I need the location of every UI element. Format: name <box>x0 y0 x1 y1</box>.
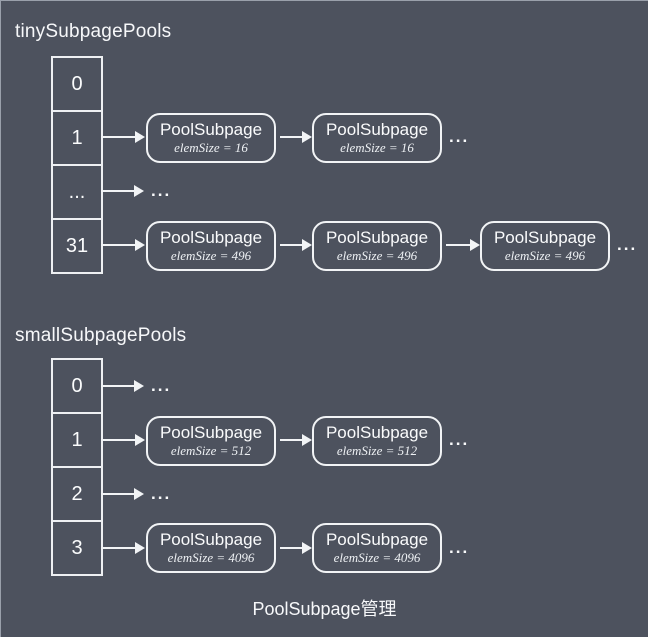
flow-arrow <box>280 434 312 446</box>
index-cell: 1 <box>53 110 101 164</box>
poolsubpage-node: PoolSubpage elemSize = 496 <box>146 221 276 271</box>
flow-arrow <box>101 131 145 143</box>
index-cell: 1 <box>53 412 101 466</box>
node-elemsize: elemSize = 496 <box>336 248 418 264</box>
node-title: PoolSubpage <box>159 422 263 442</box>
ellipsis-text: ... <box>151 484 172 503</box>
flow-arrow <box>101 239 145 251</box>
flow-arrow <box>101 488 144 500</box>
node-elemsize: elemSize = 16 <box>174 140 248 156</box>
poolsubpage-node: PoolSubpage elemSize = 512 <box>146 416 276 466</box>
node-elemsize: elemSize = 496 <box>504 248 586 264</box>
flow-arrow <box>280 131 312 143</box>
ellipsis-text: ... <box>617 235 638 254</box>
flow-arrow <box>101 380 144 392</box>
ellipsis-text: ... <box>151 181 172 200</box>
node-title: PoolSubpage <box>493 227 597 247</box>
ellipsis-text: ... <box>449 430 470 449</box>
flow-arrow <box>280 239 312 251</box>
section-title-tiny: tinySubpagePools <box>15 21 172 42</box>
diagram-caption: PoolSubpage管理 <box>252 599 397 619</box>
section-title-small: smallSubpagePools <box>15 325 187 346</box>
node-title: PoolSubpage <box>325 529 429 549</box>
flow-arrow <box>101 434 145 446</box>
node-title: PoolSubpage <box>325 227 429 247</box>
index-cell: 3 <box>53 520 101 574</box>
node-title: PoolSubpage <box>325 119 429 139</box>
node-title: PoolSubpage <box>325 422 429 442</box>
node-elemsize: elemSize = 4096 <box>167 550 255 566</box>
ellipsis-text: ... <box>151 376 172 395</box>
poolsubpage-node: PoolSubpage elemSize = 496 <box>480 221 610 271</box>
node-title: PoolSubpage <box>159 529 263 549</box>
index-cell: 2 <box>53 466 101 520</box>
poolsubpage-node: PoolSubpage elemSize = 4096 <box>312 523 442 573</box>
poolsubpage-node: PoolSubpage elemSize = 16 <box>146 113 276 163</box>
poolsubpage-node: PoolSubpage elemSize = 16 <box>312 113 442 163</box>
ellipsis-text: ... <box>449 127 470 146</box>
poolsubpage-node: PoolSubpage elemSize = 4096 <box>146 523 276 573</box>
node-elemsize: elemSize = 4096 <box>333 550 421 566</box>
ellipsis-text: ... <box>449 538 470 557</box>
node-elemsize: elemSize = 16 <box>340 140 414 156</box>
index-cell: ... <box>53 164 101 218</box>
flow-arrow <box>101 542 145 554</box>
node-elemsize: elemSize = 512 <box>336 443 418 459</box>
index-cell: 0 <box>71 72 83 95</box>
index-cell: 0 <box>71 374 83 397</box>
poolsubpage-node: PoolSubpage elemSize = 496 <box>312 221 442 271</box>
flow-arrow <box>446 239 480 251</box>
node-title: PoolSubpage <box>159 119 263 139</box>
node-elemsize: elemSize = 512 <box>170 443 252 459</box>
node-title: PoolSubpage <box>159 227 263 247</box>
index-table-tiny: 0 1 ... 31 <box>51 56 103 274</box>
flow-arrow <box>280 542 312 554</box>
poolsubpage-node: PoolSubpage elemSize = 512 <box>312 416 442 466</box>
flow-arrow <box>101 185 144 197</box>
node-elemsize: elemSize = 496 <box>170 248 252 264</box>
index-cell: 31 <box>53 218 101 272</box>
index-table-small: 0 1 2 3 <box>51 358 103 576</box>
